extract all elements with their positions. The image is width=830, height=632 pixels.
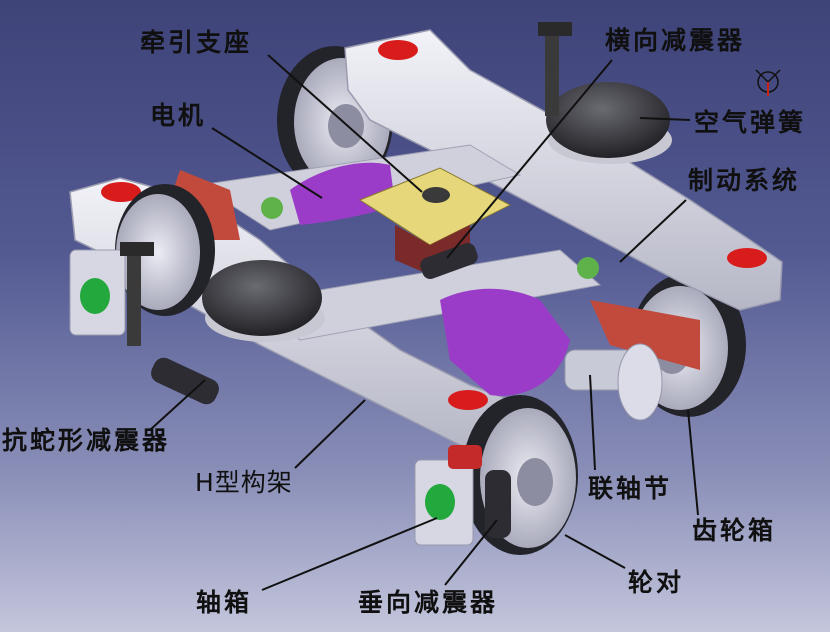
front-bracket-post [127, 256, 141, 346]
rear-bracket [538, 22, 572, 36]
leader-brake-system [619, 199, 687, 263]
label-gearbox: 齿轮箱 [692, 516, 777, 545]
air-spring-lower [202, 260, 325, 342]
bolt-right [577, 257, 599, 279]
lateral-damper-part [420, 242, 478, 280]
upper-motor [290, 162, 395, 225]
lower-frame-cap-right [448, 390, 488, 410]
axle-box-left [69, 249, 126, 336]
label-h-frame: H型构架 [195, 468, 293, 497]
label-lateral-damper: 横向减震器 [605, 26, 746, 55]
upper-side-frame [344, 29, 783, 311]
leader-motor [211, 127, 323, 199]
axis-gizmo-icon [755, 69, 781, 96]
upper-frame-cap-left [378, 40, 418, 60]
label-motor: 电机 [150, 101, 207, 130]
front-bracket [120, 242, 154, 256]
lower-frame-cap-left [101, 182, 141, 202]
leader-vertical-damper [444, 519, 498, 586]
label-anti-yaw-damper: 抗蛇形减震器 [2, 426, 171, 455]
traction-seat [358, 167, 512, 246]
label-coupling: 联轴节 [588, 474, 673, 503]
leader-coupling [589, 374, 596, 471]
air-spring-upper [546, 82, 672, 164]
leader-wheelset [564, 534, 626, 569]
label-brake-system: 制动系统 [688, 166, 801, 195]
lower-motor [440, 288, 570, 396]
upper-frame-cap-right [727, 248, 767, 268]
bolt-left [261, 197, 283, 219]
label-vertical-damper: 垂向减震器 [358, 588, 499, 617]
leader-axle-box [261, 517, 438, 591]
coupling-assembly [564, 343, 663, 421]
leader-gearbox [687, 409, 699, 516]
rear-bracket-post [545, 36, 559, 116]
leader-air-spring [639, 117, 691, 121]
label-traction-seat: 牵引支座 [140, 28, 253, 57]
front-right-wheel [462, 395, 578, 555]
anti-yaw-damper-part [151, 357, 219, 405]
leader-lateral-damper [446, 59, 613, 259]
leader-anti-yaw-damper [149, 379, 206, 431]
coil-spring [448, 445, 482, 469]
label-air-spring: 空气弹簧 [694, 108, 807, 137]
label-wheelset: 轮对 [628, 568, 685, 597]
vertical-damper-part [485, 470, 511, 538]
gearbox [590, 300, 700, 370]
axle-box-front [414, 459, 474, 546]
leader-traction-seat [267, 54, 423, 193]
traction-pin [422, 187, 450, 203]
leader-h-frame [294, 399, 366, 469]
label-axle-box: 轴箱 [196, 588, 253, 617]
